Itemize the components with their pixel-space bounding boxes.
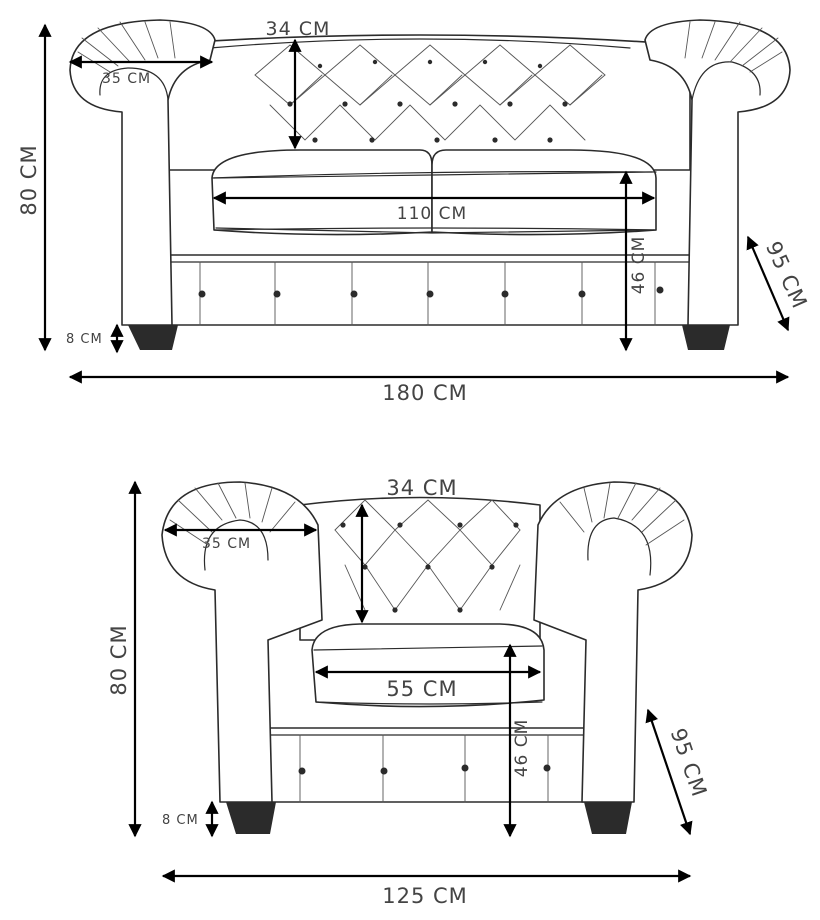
armchair-skirt-buttons	[298, 764, 551, 775]
sofa-front-base	[169, 254, 691, 326]
armchair-right-leg	[584, 802, 632, 834]
armchair-seat-height-label: 46 CM	[512, 719, 532, 778]
sofa-total-height-label: 80 CM	[17, 144, 41, 215]
armchair-labels: 34 CM 35 CM 80 CM 55 CM 46 CM 8 CM 95 CM…	[107, 476, 712, 908]
sofa-seat-height-label: 46 CM	[629, 236, 649, 295]
armchair-seat-width-label: 55 CM	[386, 677, 457, 701]
armchair-depth-label: 95 CM	[666, 725, 712, 800]
sofa-leg-height-label: 8 CM	[66, 332, 103, 347]
sofa-back-buttons	[287, 59, 568, 143]
sofa-tufting	[254, 44, 606, 141]
sofa-skirt-buttons	[198, 286, 664, 298]
armchair-total-width-label: 125 CM	[382, 884, 468, 908]
sofa-right-arm	[644, 19, 791, 326]
armchair-drawing	[161, 481, 693, 834]
armchair-dimensions	[128, 480, 693, 883]
sofa-left-leg	[128, 325, 178, 350]
sofa-seat-width-label: 110 CM	[397, 204, 467, 224]
armchair-left-leg	[226, 802, 276, 834]
armchair-total-height-label: 80 CM	[107, 624, 131, 695]
sofa-drawing	[69, 19, 791, 350]
sofa-back-height-label: 34 CM	[266, 18, 331, 40]
sofa-arm-width-label: 35 CM	[102, 71, 151, 87]
armchair-backrest	[299, 496, 541, 641]
armchair-depth-arrow	[645, 708, 693, 836]
sofa-dimensions	[38, 23, 790, 384]
sofa-depth-label: 95 CM	[761, 238, 812, 313]
armchair-right-arm	[533, 481, 693, 803]
armchair-back-height-label: 34 CM	[386, 476, 457, 500]
sofa-total-width-label: 180 CM	[382, 381, 468, 405]
armchair-seat-cushion	[311, 623, 545, 708]
armchair-arm-width-label: 35 CM	[202, 536, 251, 552]
armchair-leg-height-label: 8 CM	[162, 813, 199, 828]
armchair-left-arm	[161, 481, 323, 803]
armchair-front-base	[267, 727, 591, 803]
sofa-depth-arrow	[746, 235, 790, 332]
sofa-left-arm	[69, 19, 216, 326]
sofa-right-leg	[682, 325, 730, 350]
